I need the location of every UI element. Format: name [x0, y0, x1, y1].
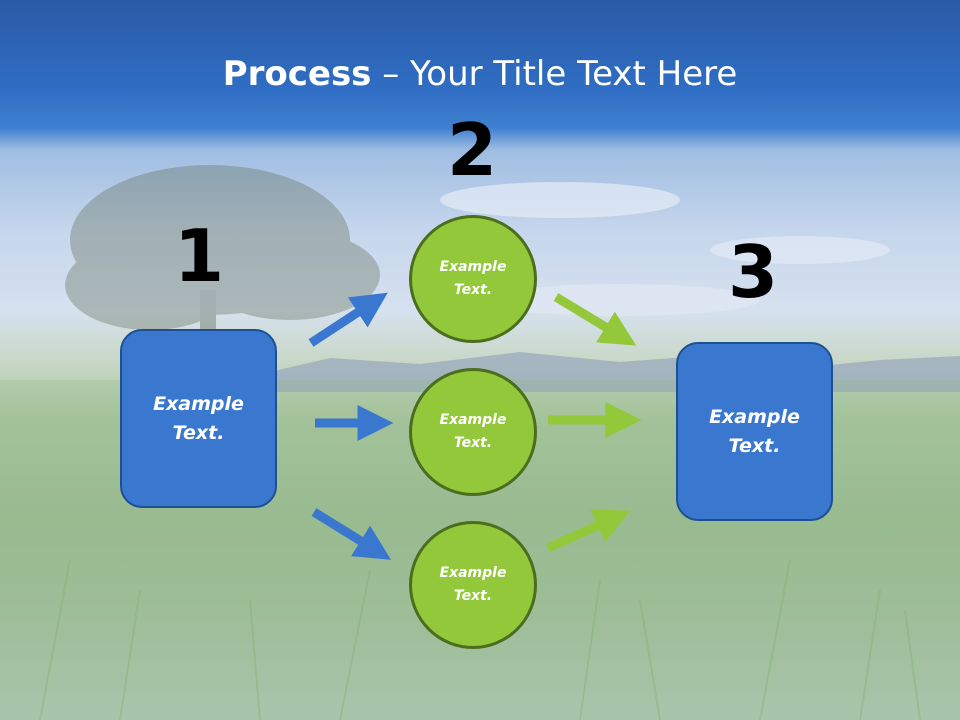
arrow-bottom-to-right: [546, 509, 631, 553]
circle-top-label: Example Text.: [439, 259, 507, 298]
arrow-top-to-right: [553, 293, 637, 346]
process-circle-top: Example Text.: [409, 215, 537, 343]
start-box: Example Text.: [120, 329, 277, 508]
end-box-label: Example Text.: [709, 405, 800, 457]
circle-bottom-label: Example Text.: [439, 565, 507, 604]
process-circle-middle: Example Text.: [409, 368, 537, 496]
process-circle-bottom: Example Text.: [409, 521, 537, 649]
title-bold: Process: [222, 54, 372, 94]
step-number-3: 3: [727, 230, 779, 314]
arrow-left-to-top: [308, 292, 388, 347]
arrow-left-to-bottom: [311, 508, 392, 560]
step-number-2: 2: [446, 108, 498, 192]
end-box: Example Text.: [676, 342, 833, 521]
step-number-1: 1: [173, 214, 225, 298]
title-rest: – Your Title Text Here: [371, 54, 738, 94]
start-box-label: Example Text.: [153, 392, 244, 444]
slide-title: Process – Your Title Text Here: [0, 52, 960, 96]
circle-middle-label: Example Text.: [439, 412, 507, 451]
